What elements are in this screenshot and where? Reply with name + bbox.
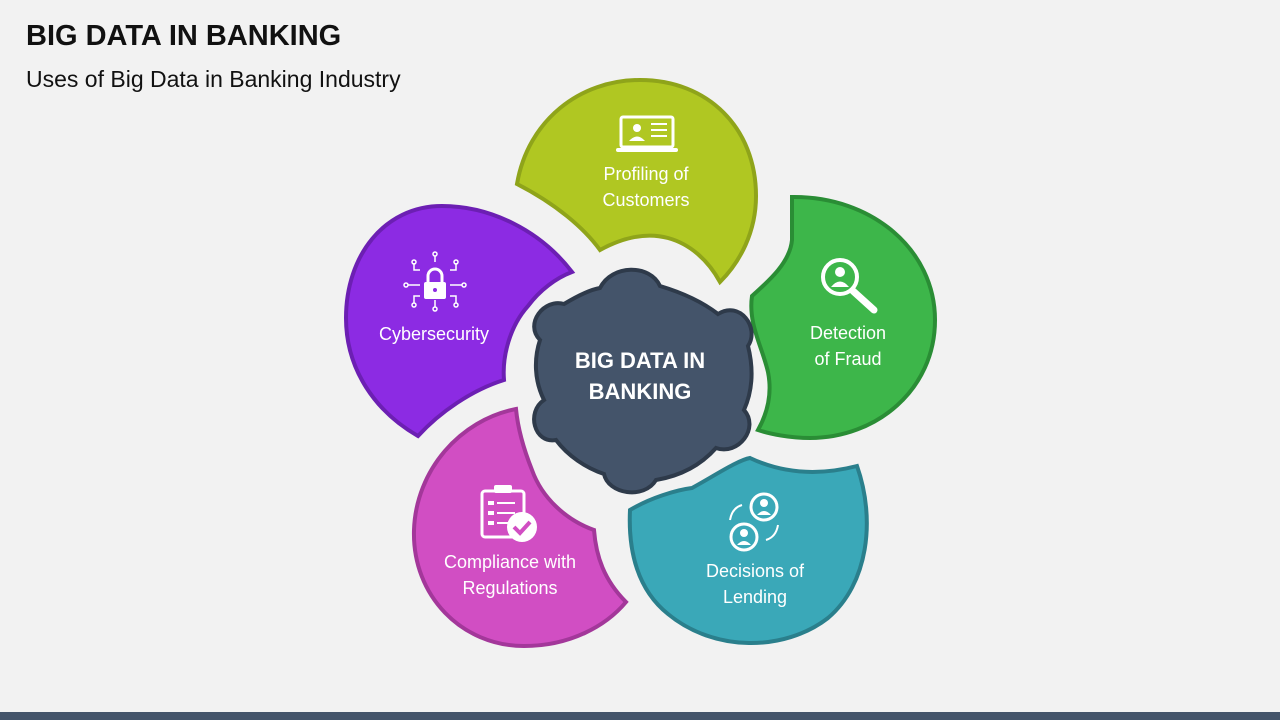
page-title: BIG DATA IN BANKING	[26, 20, 342, 52]
petal-decisions-of-lending: Decisions of Lending	[627, 455, 869, 645]
petal-label-line2: Lending	[723, 587, 787, 607]
center-title-line2: BANKING	[589, 379, 692, 404]
petal-label-line1: Profiling of	[603, 164, 689, 184]
petal-label-line2: Regulations	[462, 578, 557, 598]
petal-label-line2: of Fraud	[814, 349, 881, 369]
petal-compliance-with-regulations: Compliance with Regulations	[411, 406, 629, 649]
petal-label-line1: Decisions of	[706, 561, 805, 581]
page-subtitle: Uses of Big Data in Banking Industry	[26, 66, 401, 92]
laptop-profile-icon	[616, 115, 678, 152]
petal-shape	[514, 77, 759, 286]
petal-profiling-of-customers: Profiling of Customers	[514, 77, 759, 286]
petal-label-line2: Customers	[602, 190, 689, 210]
bottom-accent-bar	[0, 712, 1280, 720]
user-exchange-icon	[729, 492, 779, 552]
petal-detection-of-fraud: Detection of Fraud	[749, 194, 938, 441]
magnifier-person-icon	[821, 258, 878, 314]
center-hub: BIG DATA IN BANKING	[532, 267, 754, 495]
petal-shape	[749, 194, 938, 441]
petal-cybersecurity: Cybersecurity	[343, 203, 576, 439]
petal-label-line1: Cybersecurity	[379, 324, 489, 344]
clipboard-check-icon	[480, 485, 537, 542]
center-shape	[532, 267, 754, 495]
circuit-lock-icon	[403, 251, 467, 312]
center-title-line1: BIG DATA IN	[575, 348, 705, 373]
petal-shape	[343, 203, 576, 439]
petal-label-line1: Compliance with	[444, 552, 576, 572]
petal-label-line1: Detection	[810, 323, 886, 343]
